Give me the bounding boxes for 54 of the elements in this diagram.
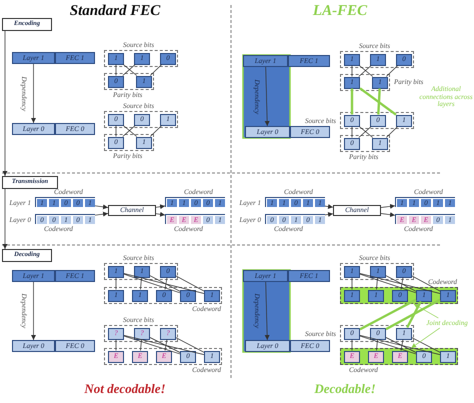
arrow	[94, 212, 108, 217]
connector-line	[176, 276, 204, 292]
connector-line	[360, 336, 416, 354]
connector-line	[376, 277, 378, 290]
connector-line	[124, 335, 204, 355]
connector-line	[150, 125, 162, 137]
connector-line	[385, 298, 441, 330]
arrow	[413, 304, 439, 318]
connector-line	[412, 276, 440, 292]
connector-line	[150, 64, 162, 76]
connector-line	[360, 335, 440, 355]
connector-line	[376, 339, 378, 351]
result-text: Not decodable!	[83, 382, 167, 396]
connector-line	[359, 87, 397, 116]
connector-line	[140, 339, 142, 351]
connector-line	[412, 337, 440, 353]
arrow	[264, 282, 270, 340]
arrow	[31, 64, 36, 124]
connector-line	[360, 274, 416, 294]
connector-line	[386, 65, 398, 77]
arrow	[31, 282, 36, 340]
connector-line	[386, 126, 398, 138]
connector-line	[386, 337, 416, 353]
connector-line	[176, 337, 204, 353]
connector-line	[377, 88, 381, 115]
connector-line	[359, 298, 417, 330]
connector-line	[400, 339, 404, 351]
arrow	[264, 66, 270, 126]
arrow	[2, 30, 8, 176]
arrow	[156, 212, 166, 217]
arrow	[156, 204, 166, 210]
connector-line	[140, 277, 142, 290]
arrow	[380, 212, 396, 218]
connector-line	[164, 339, 168, 351]
connector-line	[400, 277, 404, 290]
connector-line	[406, 300, 422, 328]
arrow	[94, 204, 108, 210]
connector-line	[350, 88, 354, 114]
connector-line	[150, 275, 180, 292]
connector-line	[124, 273, 204, 294]
column-heading: Standard FEC	[68, 3, 162, 20]
column-heading: LA-FEC	[312, 3, 368, 20]
arrow	[324, 204, 334, 209]
arrow	[2, 188, 8, 250]
connector-line	[360, 273, 440, 294]
connector-line	[124, 336, 180, 354]
arrow	[410, 328, 440, 348]
connector-line	[164, 277, 168, 290]
arrow	[380, 204, 396, 209]
connector-line	[386, 275, 416, 292]
connector-line	[150, 337, 180, 353]
arrow	[324, 212, 334, 217]
connector-line	[124, 274, 180, 294]
result-text: Decodable!	[313, 382, 377, 396]
